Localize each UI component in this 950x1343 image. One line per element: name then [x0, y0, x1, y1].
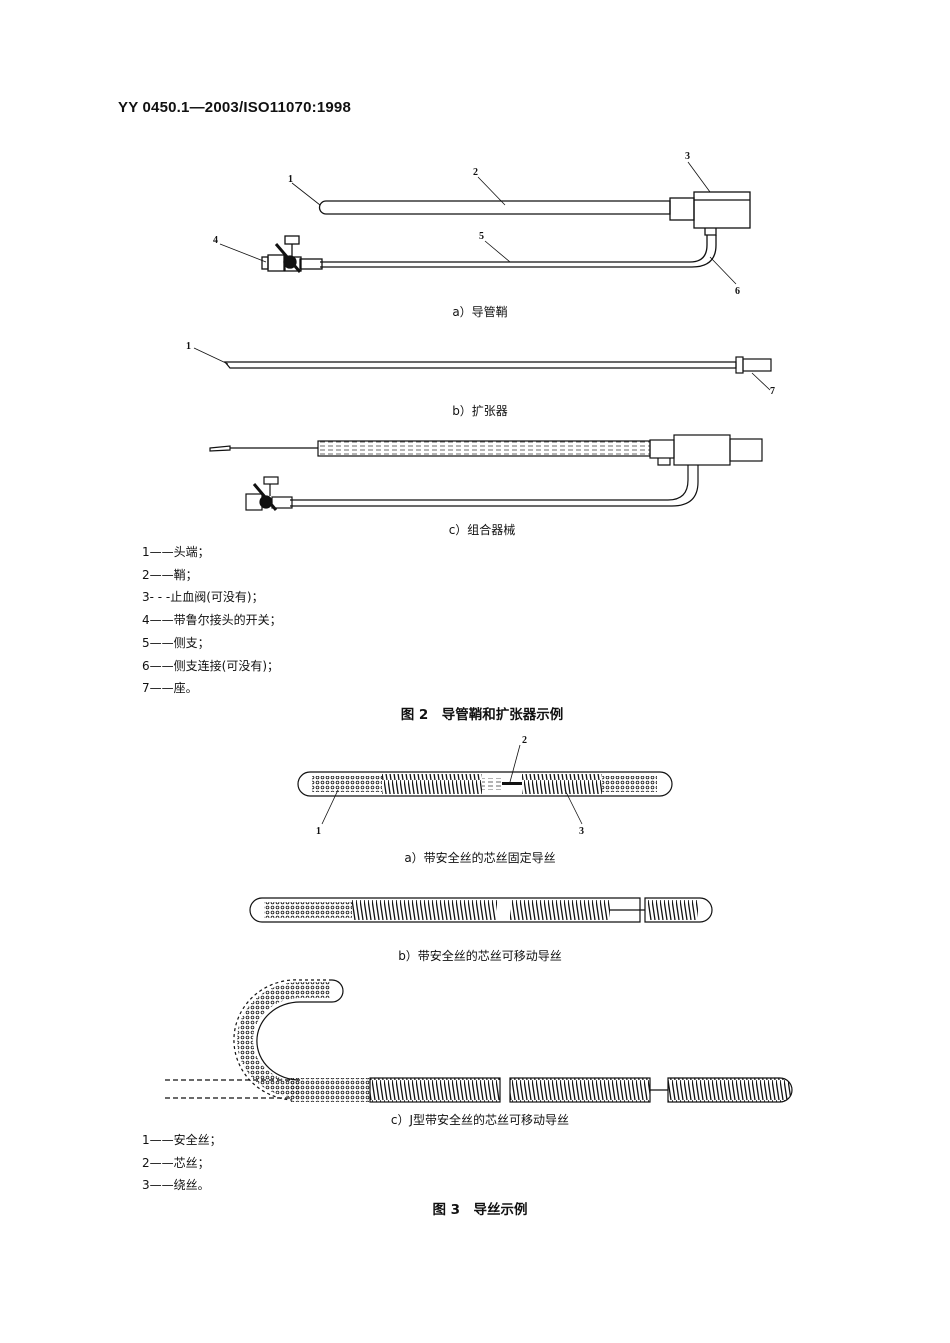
legend-item: 2——芯丝；: [142, 1155, 210, 1170]
dilator-drawing: [193, 347, 772, 391]
callout-6: 6: [735, 286, 740, 297]
legend-item: 4——带鲁尔接头的开关；: [142, 613, 282, 628]
callout-4: 4: [213, 235, 218, 246]
callout-fig3-1: 1: [316, 826, 321, 837]
caption-2c: c）组合器械: [448, 523, 516, 537]
guidewire-c-drawing: [165, 979, 793, 1103]
callout-2: 2: [473, 167, 478, 178]
legend-item: 2——鞘；: [142, 567, 198, 582]
figure3-title: 图 3 导丝示例: [432, 1202, 528, 1218]
caption-3c: c）J型带安全丝的芯丝可移动导丝: [390, 1113, 570, 1127]
assembly-drawing: [209, 434, 763, 511]
caption-2a: a）导管鞘: [452, 305, 508, 319]
figure2-title: 图 2 导管鞘和扩张器示例: [400, 707, 564, 723]
figure3-legend: 1——安全丝； 2——芯丝； 3——绕丝。: [142, 1129, 222, 1197]
callout-7: 7: [770, 386, 775, 397]
caption-2b: b）扩张器: [452, 404, 508, 418]
figure2-legend: 1——头端； 2——鞘； 3- - -止血阀(可没有)； 4——带鲁尔接头的开关…: [142, 541, 282, 700]
sheath-drawing: [219, 161, 751, 285]
legend-item: 5——侧支；: [142, 635, 210, 650]
legend-item: 1——安全丝；: [142, 1133, 222, 1147]
callout-dilator-1: 1: [186, 341, 191, 352]
callout-fig3-2: 2: [522, 735, 527, 746]
callout-3: 3: [685, 151, 690, 162]
legend-item: 3- - -止血阀(可没有)；: [142, 590, 264, 605]
legend-item: 1——头端；: [142, 545, 210, 559]
caption-3b: b）带安全丝的芯丝可移动导丝: [398, 949, 562, 963]
callout-1: 1: [288, 174, 293, 185]
callout-fig3-3: 3: [579, 826, 584, 837]
legend-item: 6——侧支连接(可没有)；: [142, 658, 279, 673]
legend-item: 7——座。: [142, 681, 198, 696]
guidewire-b-drawing: [249, 897, 713, 923]
callout-5: 5: [479, 231, 484, 242]
document-header: YY 0450.1—2003/ISO11070:1998: [118, 99, 352, 116]
caption-3a: a）带安全丝的芯丝固定导丝: [404, 851, 556, 865]
legend-item: 3——绕丝。: [142, 1178, 210, 1193]
guidewire-a-drawing: [297, 744, 673, 825]
